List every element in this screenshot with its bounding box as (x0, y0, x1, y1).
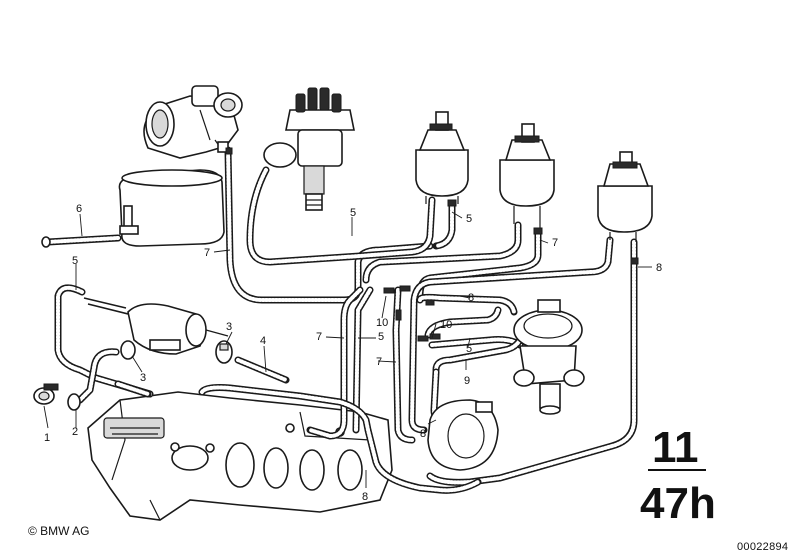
callout-5e: 5 (466, 343, 472, 355)
image-number: 00022894 (737, 541, 789, 553)
copyright-notice: © BMW AG (28, 524, 90, 538)
callout-5b: 5 (350, 207, 356, 219)
callout-7a: 7 (204, 247, 210, 259)
connectors (225, 147, 639, 342)
callout-10a: 10 (376, 317, 388, 329)
callout-1: 1 (44, 432, 50, 444)
canister (118, 169, 225, 247)
callout-8c: 8 (362, 491, 368, 503)
callout-3a: 3 (226, 321, 232, 333)
thermo-valve (427, 399, 499, 471)
callout-4: 4 (260, 335, 266, 347)
callout-9: 9 (464, 375, 470, 387)
callout-leaders (43, 211, 652, 488)
callout-5c: 5 (466, 213, 472, 225)
hose-part-6 (41, 234, 122, 248)
intake-manifold (87, 391, 393, 521)
callout-5d: 5 (378, 331, 384, 343)
vacuum-capsule-3 (597, 151, 653, 242)
callout-8d: 8 (656, 262, 662, 274)
callout-2: 2 (72, 426, 78, 438)
group-code: 11 47h (640, 423, 716, 528)
distributor (263, 87, 355, 211)
vacuum-capsule-2 (499, 123, 555, 230)
elbow-part-2 (67, 348, 120, 411)
callout-7b: 7 (552, 237, 558, 249)
vacuum-regulator (83, 297, 229, 355)
hose-part-4 (234, 356, 290, 384)
vacuum-capsule-1 (415, 111, 469, 204)
diverter-valve (513, 299, 585, 415)
hose-clamp-part-1 (33, 383, 59, 405)
callout-6: 6 (76, 203, 82, 215)
callout-3b: 3 (140, 372, 146, 384)
callout-numbers: 1 2 3 3 4 5 6 7 5 5 7 7 5 8 10 10 8 5 7 … (44, 203, 662, 503)
throttle-housing (143, 85, 243, 159)
callout-10b: 10 (440, 319, 452, 331)
callout-8b: 8 (420, 428, 426, 440)
callout-7c: 7 (316, 331, 322, 343)
group-code-top: 11 (652, 423, 699, 472)
vacuum-hoses (54, 146, 638, 494)
clamp-part-3 (120, 340, 233, 364)
group-code-bottom: 47h (640, 479, 716, 528)
callout-8a: 8 (468, 292, 474, 304)
callout-7d: 7 (376, 356, 382, 368)
callout-5a: 5 (72, 255, 78, 267)
